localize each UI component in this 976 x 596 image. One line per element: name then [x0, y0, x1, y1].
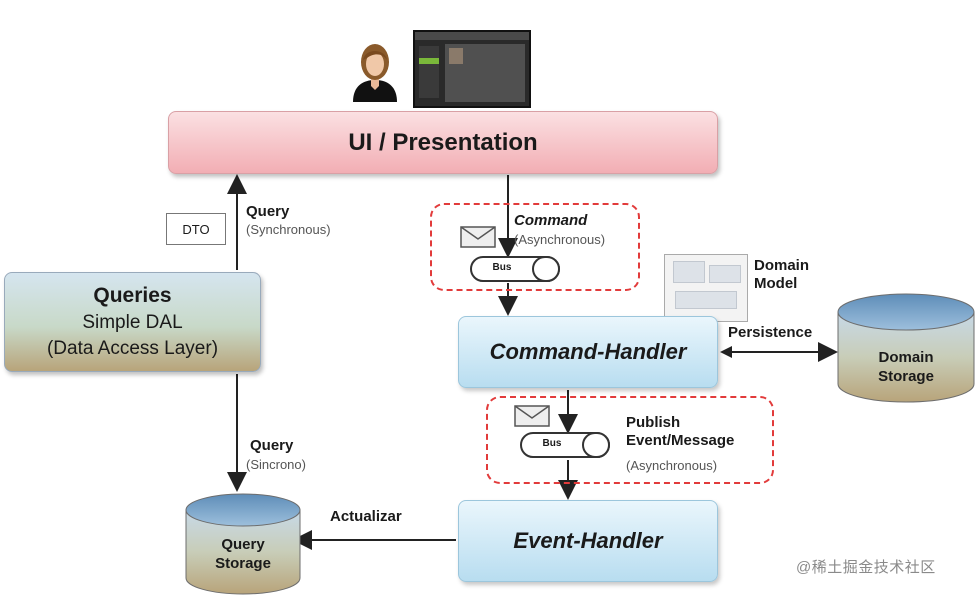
command-bus-label: Bus — [492, 262, 512, 273]
ui-presentation-label: UI / Presentation — [348, 128, 538, 156]
queries-line3: (Data Access Layer) — [46, 338, 219, 359]
query-bottom-label: Query — [250, 437, 294, 454]
publish-sub: (Asynchronous) — [626, 458, 718, 473]
event-bus: Bus — [520, 432, 610, 458]
persistence-label: Persistence — [728, 324, 813, 341]
publish-label: Publish Event/Message — [626, 414, 735, 449]
command-label: Command — [514, 212, 588, 229]
envelope-icon — [460, 226, 496, 248]
query-top-sub: (Synchronous) — [246, 222, 331, 237]
domain-storage-label: Domain Storage — [878, 349, 934, 385]
queries-dal-box: Queries Simple DAL (Data Access Layer) — [4, 272, 261, 372]
ui-presentation-layer: UI / Presentation — [168, 111, 718, 174]
query-storage-label: Query Storage — [215, 536, 271, 572]
query-bottom-sub: (Sincrono) — [246, 457, 306, 472]
domain-model-thumbnail — [664, 254, 748, 322]
queries-title: Queries — [93, 284, 172, 307]
domain-storage-cylinder — [837, 293, 975, 403]
query-storage-cylinder — [185, 493, 301, 595]
query-top-label: Query — [246, 203, 290, 220]
user-avatar-icon — [353, 44, 397, 102]
watermark: @稀土掘金技术社区 — [796, 559, 936, 576]
dto-box: DTO — [166, 213, 226, 245]
app-screenshot-thumbnail — [413, 30, 531, 108]
envelope-icon — [514, 405, 550, 427]
command-handler-box: Command-Handler — [458, 316, 718, 388]
event-handler-label: Event-Handler — [513, 528, 663, 553]
event-bus-label: Bus — [542, 438, 562, 449]
queries-line2: Simple DAL — [82, 312, 183, 333]
event-bus-region — [486, 396, 774, 484]
command-bus: Bus — [470, 256, 560, 282]
command-sub: (Asynchronous) — [514, 232, 606, 247]
command-handler-label: Command-Handler — [489, 339, 687, 364]
actualizar-label: Actualizar — [330, 508, 402, 525]
command-bus-region — [430, 203, 640, 291]
event-handler-box: Event-Handler — [458, 500, 718, 582]
domain-model-label: Domain Model — [754, 257, 810, 292]
